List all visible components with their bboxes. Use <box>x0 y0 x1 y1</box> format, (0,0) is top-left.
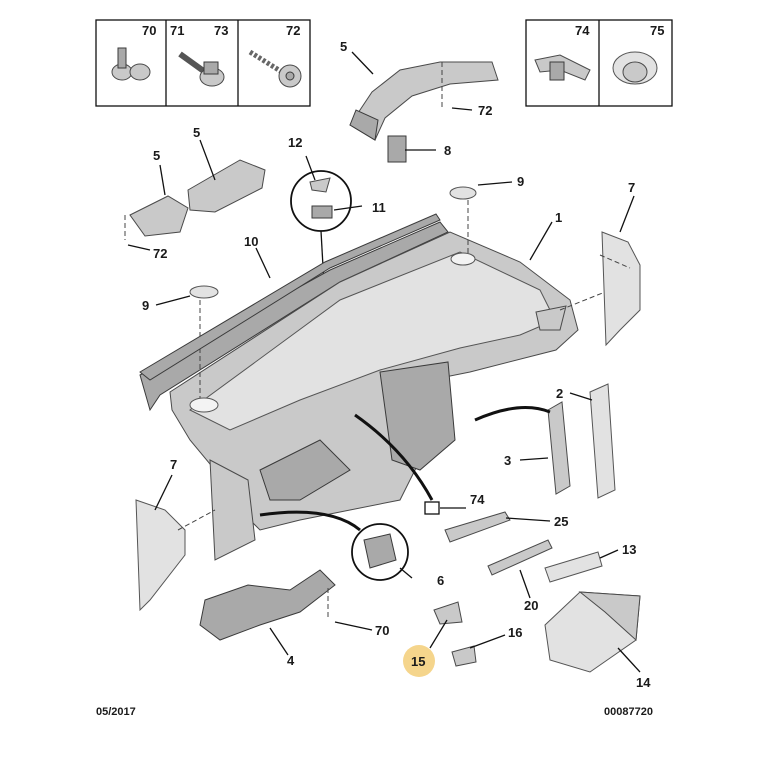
push-clip-icon <box>111 47 151 81</box>
grommet-icon <box>612 51 658 85</box>
side-panel-right <box>599 231 641 347</box>
fastener-box-right: 74 75 <box>525 19 673 107</box>
callout-5-left: 5 <box>153 148 160 163</box>
fastener-box-left: 70 71 73 72 <box>95 19 311 107</box>
leader-lines <box>127 51 641 673</box>
air-duct-upper <box>349 61 499 163</box>
callout-10: 10 <box>244 234 258 249</box>
callout-16: 16 <box>508 625 522 640</box>
cover-16 <box>451 645 477 667</box>
callout-5-top: 5 <box>340 39 347 54</box>
callout-5-mid: 5 <box>193 125 200 140</box>
trim-bracket-20 <box>487 539 553 576</box>
label-71: 71 <box>170 23 184 38</box>
callout-7-right: 7 <box>628 180 635 195</box>
lower-support-4 <box>199 569 336 641</box>
self-tapping-screw-icon <box>248 49 302 88</box>
clip-position-marker <box>424 501 440 515</box>
callout-2: 2 <box>556 386 563 401</box>
callout-4: 4 <box>287 653 295 668</box>
footer-date: 05/2017 <box>96 706 136 718</box>
callout-15: 15 <box>411 654 425 669</box>
label-74-box: 74 <box>575 23 590 38</box>
callout-7-left: 7 <box>170 457 177 472</box>
callout-labels: 1 2 3 4 5 5 5 6 7 7 8 9 9 10 11 12 13 14… <box>142 39 651 690</box>
callout-70: 70 <box>375 623 389 638</box>
callout-72-left: 72 <box>153 246 167 261</box>
air-duct-side <box>124 159 266 240</box>
callout-3: 3 <box>504 453 511 468</box>
grommet-left <box>189 285 219 299</box>
callout-11: 11 <box>372 200 386 215</box>
callout-6: 6 <box>437 573 444 588</box>
vent-frame <box>474 383 616 499</box>
callout-9-top: 9 <box>517 174 524 189</box>
callout-25: 25 <box>554 514 568 529</box>
side-panel-left <box>135 499 216 612</box>
cover-15 <box>433 601 463 625</box>
callout-72-top: 72 <box>478 103 492 118</box>
trim-bracket-25 <box>444 511 511 543</box>
detail-circle-switch <box>259 510 409 581</box>
glovebox-14 <box>544 591 641 673</box>
callout-8: 8 <box>444 143 451 158</box>
label-72-box: 72 <box>286 23 300 38</box>
bracket-clip-icon <box>534 54 591 81</box>
flange-screw-icon <box>178 51 225 87</box>
top-trim-strip <box>139 213 441 381</box>
dashboard-panel <box>139 200 611 561</box>
callout-20: 20 <box>524 598 538 613</box>
callout-1: 1 <box>555 210 562 225</box>
callout-14: 14 <box>636 675 651 690</box>
footer-reference: 00087720 <box>604 706 653 718</box>
highlight-marker <box>403 645 435 677</box>
callout-13: 13 <box>622 542 636 557</box>
callout-12: 12 <box>288 135 302 150</box>
callout-9-left: 9 <box>142 298 149 313</box>
label-73: 73 <box>214 23 228 38</box>
leader-curve <box>354 413 434 501</box>
switch-panel-13 <box>544 551 603 583</box>
grommet-top <box>449 186 477 200</box>
callout-74: 74 <box>470 492 485 507</box>
label-75: 75 <box>650 23 664 38</box>
label-70: 70 <box>142 23 156 38</box>
